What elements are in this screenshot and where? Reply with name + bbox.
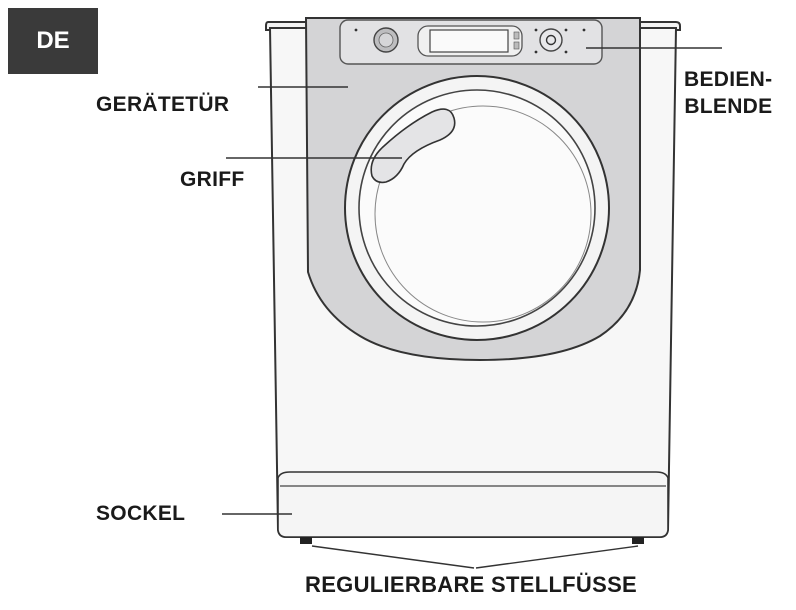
display-screen	[429, 29, 509, 53]
door-handle	[370, 108, 456, 184]
foot-right	[632, 537, 644, 544]
foot-left	[300, 537, 312, 544]
selector-dial	[539, 28, 563, 52]
plinth-panel	[277, 471, 669, 538]
panel-dot-6	[582, 28, 586, 32]
language-code: DE	[36, 27, 70, 54]
control-panel-label: BEDIEN- BLENDE	[684, 66, 772, 120]
display-button-bottom	[513, 41, 520, 50]
control-panel-label-line1: BEDIEN-	[684, 68, 773, 91]
adjustable-feet-label: REGULIERBARE STELLFÜSSE	[305, 572, 638, 597]
handle-label: GRIFF	[180, 168, 245, 191]
feet-leader-right	[475, 545, 639, 569]
door-label: GERÄTETÜR	[96, 93, 230, 116]
panel-dot-5	[354, 28, 358, 32]
panel-dot-4	[564, 50, 568, 54]
panel-dot-1	[534, 28, 538, 32]
panel-dot-2	[564, 28, 568, 32]
language-badge: DE	[8, 8, 98, 74]
plinth-label: SOCKEL	[96, 502, 186, 525]
selector-dial-center	[545, 34, 557, 46]
program-knob-center	[378, 32, 394, 48]
panel-dot-3	[534, 50, 538, 54]
feet-leader-left	[311, 545, 475, 569]
control-panel-label-line2: BLENDE	[684, 95, 773, 118]
display-button-top	[513, 31, 520, 40]
door-glass-inner	[374, 105, 592, 323]
